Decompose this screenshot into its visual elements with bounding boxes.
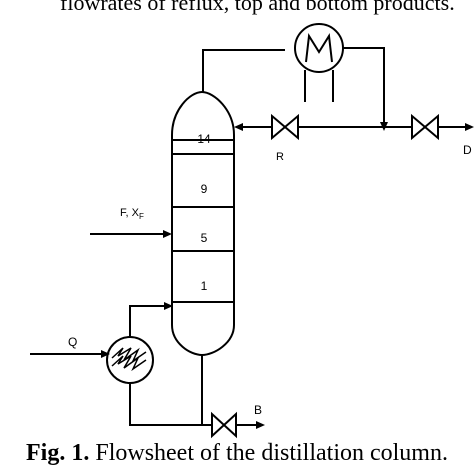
tray-label-bottom: 1 [201,279,208,293]
column-body [171,90,235,357]
reboiler-return-line [129,383,212,426]
condensate-arrowhead [380,122,388,131]
heat-label: Q [68,335,77,349]
feed-label: F, XF [120,207,144,221]
reflux-arrowhead [234,123,243,131]
bottoms-valve-icon [211,411,237,439]
reflux-valve-icon [271,113,299,141]
reflux-label: R [276,151,284,163]
caption-prefix: Fig. 1. [26,440,90,466]
figure-caption: Fig. 1. Flowsheet of the distillation co… [0,440,474,467]
feed-label-subscript: F [139,212,144,221]
caption-text: Flowsheet of the distillation column. [95,440,448,466]
reboiler-icon [106,336,154,384]
distillate-label: D [463,143,472,157]
tray-label-upper: 9 [201,182,208,196]
boilup-line [129,305,165,337]
feed-label-text: F, X [120,207,140,219]
condensate-line [343,47,385,127]
heat-input-arrowhead [101,350,110,358]
bottoms-label: B [254,403,262,417]
tray-label-feed: 5 [201,231,208,245]
feed-arrowhead [163,230,172,238]
tray-label-top: 14 [197,132,211,146]
condenser-icon [294,23,344,102]
vapor-line [202,49,285,92]
distillate-valve-icon [411,113,439,141]
distillate-arrowhead [465,123,474,131]
bottoms-arrowhead [256,421,265,429]
boilup-arrowhead [164,302,173,310]
column-bottom-line [201,355,212,426]
header-text: flowrates of reflux, top and bottom prod… [60,0,455,15]
